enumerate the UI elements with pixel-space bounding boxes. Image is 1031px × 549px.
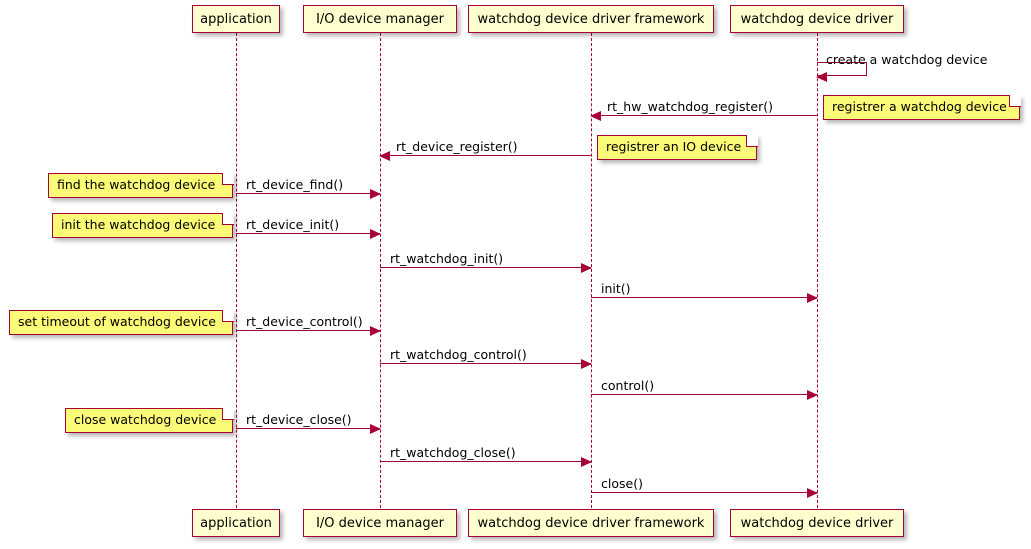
message-label-rt-device-register: rt_device_register() (396, 139, 518, 154)
message-arrow-rt-device-init (236, 229, 381, 239)
note-text: set timeout of watchdog device (18, 314, 216, 330)
message-label-rt-device-find: rt_device_find() (246, 177, 344, 192)
arrowhead-icon (807, 488, 818, 498)
arrowhead-icon (581, 359, 592, 369)
message-label-rt-device-close: rt_device_close() (246, 412, 352, 427)
arrowhead-icon (379, 151, 390, 161)
message-label-create-watchdog-device: create a watchdog device (826, 52, 988, 67)
message-arrow-rt-device-register (379, 151, 591, 161)
arrowhead-icon (581, 263, 592, 273)
note-text: registrer a watchdog device (832, 99, 1007, 115)
lifeline-application (236, 33, 237, 508)
note-registrer-a-watchdog-device: registrer a watchdog device (823, 94, 1021, 120)
note-fold-icon (1008, 94, 1021, 107)
participant-application-top[interactable]: application (192, 5, 280, 33)
arrowhead-icon (581, 457, 592, 467)
message-arrow-control (591, 390, 818, 400)
message-arrow-rt-watchdog-init (380, 263, 592, 273)
participant-watchdog-framework-bottom[interactable]: watchdog device driver framework (468, 509, 714, 537)
note-fold-icon (221, 212, 234, 225)
message-arrow-rt-hw-watchdog-register (590, 111, 817, 121)
participant-label: application (200, 11, 272, 27)
message-label-rt-watchdog-close: rt_watchdog_close() (390, 445, 516, 460)
participant-application-bottom[interactable]: application (192, 509, 280, 537)
participant-label: watchdog device driver framework (477, 11, 705, 27)
message-label-rt-device-control: rt_device_control() (246, 314, 363, 329)
message-label-control: control() (601, 378, 655, 393)
participant-io-device-manager-top[interactable]: I/O device manager (303, 5, 457, 33)
participant-watchdog-framework-top[interactable]: watchdog device driver framework (468, 5, 714, 33)
note-text: init the watchdog device (61, 217, 216, 233)
participant-label: watchdog device driver (740, 11, 894, 27)
message-label-rt-device-init: rt_device_init() (246, 217, 340, 232)
note-registrer-an-io-device: registrer an IO device (597, 134, 758, 160)
message-arrow-rt-watchdog-control (380, 359, 592, 369)
message-arrow-rt-watchdog-close (380, 457, 592, 467)
note-fold-icon (221, 407, 234, 420)
participant-watchdog-driver-top[interactable]: watchdog device driver (730, 5, 904, 33)
lifeline-watchdog-driver (817, 33, 818, 508)
note-close-watchdog-device: close watchdog device (65, 407, 234, 433)
lifeline-io-device-manager (380, 33, 381, 508)
message-arrow-rt-device-control (236, 326, 381, 336)
message-arrow-rt-device-close (236, 424, 381, 434)
arrowhead-icon (816, 71, 827, 82)
participant-label: watchdog device driver (740, 515, 894, 531)
note-text: registrer an IO device (606, 139, 742, 155)
arrowhead-icon (807, 390, 818, 400)
message-label-close: close() (601, 476, 643, 491)
participant-label: watchdog device driver framework (477, 515, 705, 531)
message-arrow-init (591, 293, 818, 303)
message-label-rt-watchdog-init: rt_watchdog_init() (390, 251, 504, 266)
participant-label: application (200, 515, 272, 531)
arrowhead-icon (370, 229, 381, 239)
note-init-the-watchdog-device: init the watchdog device (52, 212, 234, 238)
message-label-rt-watchdog-control: rt_watchdog_control() (390, 347, 527, 362)
arrowhead-icon (370, 326, 381, 336)
arrowhead-icon (370, 424, 381, 434)
note-set-timeout-of-watchdog-device: set timeout of watchdog device (9, 309, 234, 335)
arrowhead-icon (807, 293, 818, 303)
participant-label: I/O device manager (316, 11, 444, 27)
note-fold-icon (221, 309, 234, 322)
note-fold-icon (745, 134, 758, 147)
message-arrow-rt-device-find (236, 189, 381, 199)
arrowhead-icon (370, 189, 381, 199)
note-text: find the watchdog device (57, 177, 216, 193)
message-arrow-close (591, 488, 818, 498)
participant-io-device-manager-bottom[interactable]: I/O device manager (303, 509, 457, 537)
message-arrow-create-watchdog-device (816, 62, 867, 82)
message-label-init: init() (601, 281, 631, 296)
note-find-the-watchdog-device: find the watchdog device (48, 172, 234, 198)
participant-label: I/O device manager (316, 515, 444, 531)
note-fold-icon (221, 172, 234, 185)
note-text: close watchdog device (74, 412, 217, 428)
arrowhead-icon (590, 111, 601, 121)
participant-watchdog-driver-bottom[interactable]: watchdog device driver (730, 509, 904, 537)
message-label-rt-hw-watchdog-register: rt_hw_watchdog_register() (607, 99, 773, 114)
